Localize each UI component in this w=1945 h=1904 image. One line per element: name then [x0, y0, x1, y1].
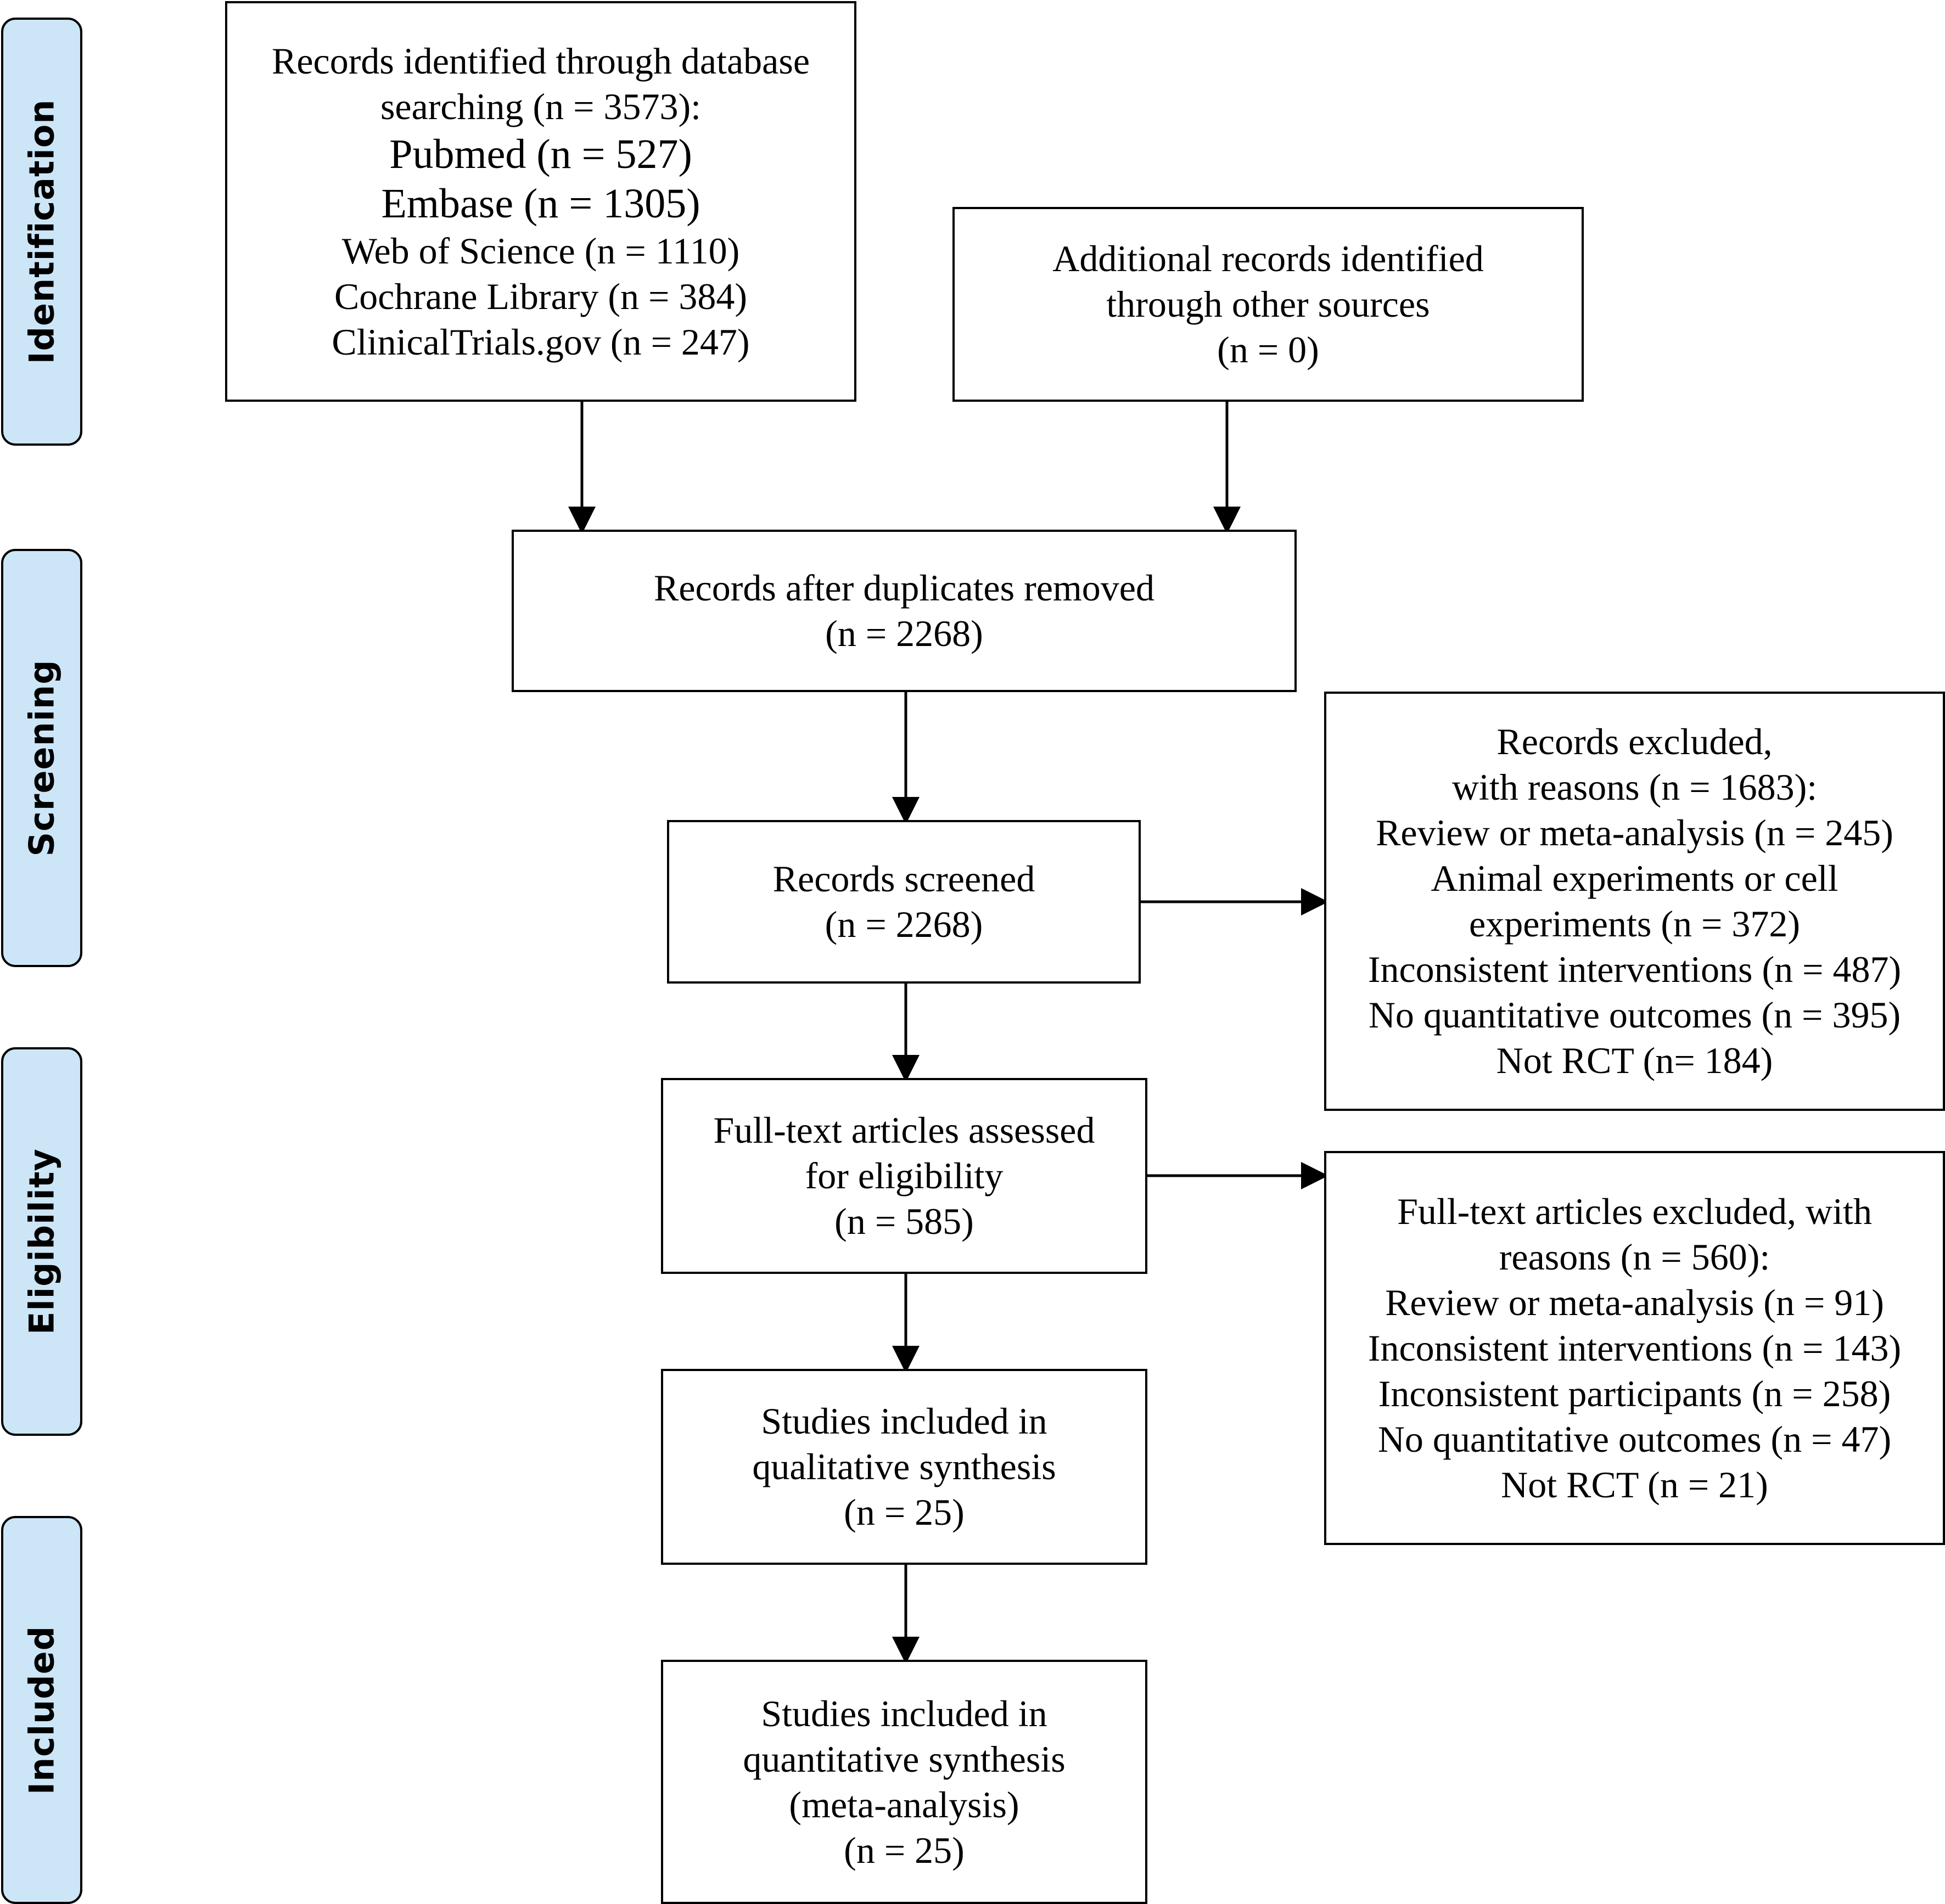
other-sources-line-1: Additional records identified [1052, 238, 1484, 279]
records-excluded-line-4: Animal experiments or cell [1431, 857, 1838, 899]
database-search-clinicaltrials: ClinicalTrials.gov (n = 247) [332, 321, 750, 363]
records-excluded-line-7: No quantitative outcomes (n = 395) [1368, 994, 1901, 1036]
box-records-screened: Records screened (n = 2268) [667, 820, 1141, 984]
full-text-excluded-line-5: Inconsistent participants (n = 258) [1378, 1372, 1891, 1414]
full-text-excluded-line-4: Inconsistent interventions (n = 143) [1367, 1327, 1902, 1369]
box-database-search: Records identified through database sear… [225, 1, 856, 402]
records-screened-line-1: Records screened [772, 858, 1035, 900]
full-text-assessed-line-3: (n = 585) [834, 1200, 974, 1242]
after-duplicates-line-2: (n = 2268) [825, 613, 983, 654]
records-excluded-line-8: Not RCT (n= 184) [1496, 1040, 1773, 1081]
quantitative-line-4: (n = 25) [844, 1829, 965, 1871]
box-qualitative-synthesis: Studies included in qualitative synthesi… [661, 1369, 1147, 1565]
qualitative-line-2: qualitative synthesis [752, 1446, 1056, 1487]
database-search-line-2: searching (n = 3573): [380, 85, 702, 127]
records-excluded-line-3: Review or meta-analysis (n = 245) [1376, 812, 1893, 853]
records-screened-line-2: (n = 2268) [825, 903, 983, 945]
after-duplicates-line-1: Records after duplicates removed [654, 567, 1154, 609]
phase-included: Included [1, 1516, 82, 1904]
box-after-duplicates: Records after duplicates removed (n = 22… [512, 530, 1297, 692]
database-search-line-1: Records identified through database [271, 40, 810, 82]
full-text-excluded-line-6: No quantitative outcomes (n = 47) [1377, 1418, 1892, 1460]
full-text-excluded-line-2: reasons (n = 560): [1499, 1235, 1770, 1278]
records-excluded-line-2: with reasons (n = 1683): [1451, 766, 1818, 808]
phase-screening: Screening [1, 549, 82, 967]
other-sources-line-2: through other sources [1106, 283, 1430, 325]
records-excluded-line-1: Records excluded, [1496, 721, 1773, 762]
phase-identification: Identification [1, 18, 82, 446]
full-text-excluded-line-3: Review or meta-analysis (n = 91) [1385, 1281, 1884, 1323]
records-excluded-line-5: experiments (n = 372) [1469, 903, 1800, 945]
qualitative-line-3: (n = 25) [844, 1491, 965, 1533]
box-records-excluded: Records excluded, with reasons (n = 1683… [1324, 692, 1945, 1111]
box-full-text-excluded: Full-text articles excluded, with reason… [1324, 1151, 1945, 1545]
box-full-text-assessed: Full-text articles assessed for eligibil… [661, 1078, 1147, 1274]
phase-eligibility: Eligibility [1, 1047, 82, 1436]
full-text-excluded-line-7: Not RCT (n = 21) [1501, 1463, 1768, 1506]
records-excluded-line-6: Inconsistent interventions (n = 487) [1367, 948, 1902, 990]
other-sources-line-3: (n = 0) [1217, 329, 1319, 370]
qualitative-line-1: Studies included in [761, 1400, 1047, 1442]
box-quantitative-synthesis: Studies included in quantitative synthes… [661, 1660, 1147, 1904]
full-text-excluded-line-1: Full-text articles excluded, with [1397, 1190, 1872, 1232]
full-text-assessed-line-2: for eligibility [805, 1155, 1004, 1197]
box-other-sources: Additional records identified through ot… [952, 207, 1584, 402]
database-search-embase: Embase (n = 1305) [381, 180, 700, 227]
quantitative-line-3: (meta-analysis) [789, 1783, 1019, 1826]
quantitative-line-2: quantitative synthesis [743, 1738, 1066, 1780]
database-search-web-of-science: Web of Science (n = 1110) [341, 229, 740, 272]
database-search-pubmed: Pubmed (n = 527) [389, 131, 692, 177]
database-search-cochrane: Cochrane Library (n = 384) [334, 275, 748, 317]
full-text-assessed-line-1: Full-text articles assessed [713, 1109, 1095, 1151]
quantitative-line-1: Studies included in [761, 1692, 1047, 1734]
